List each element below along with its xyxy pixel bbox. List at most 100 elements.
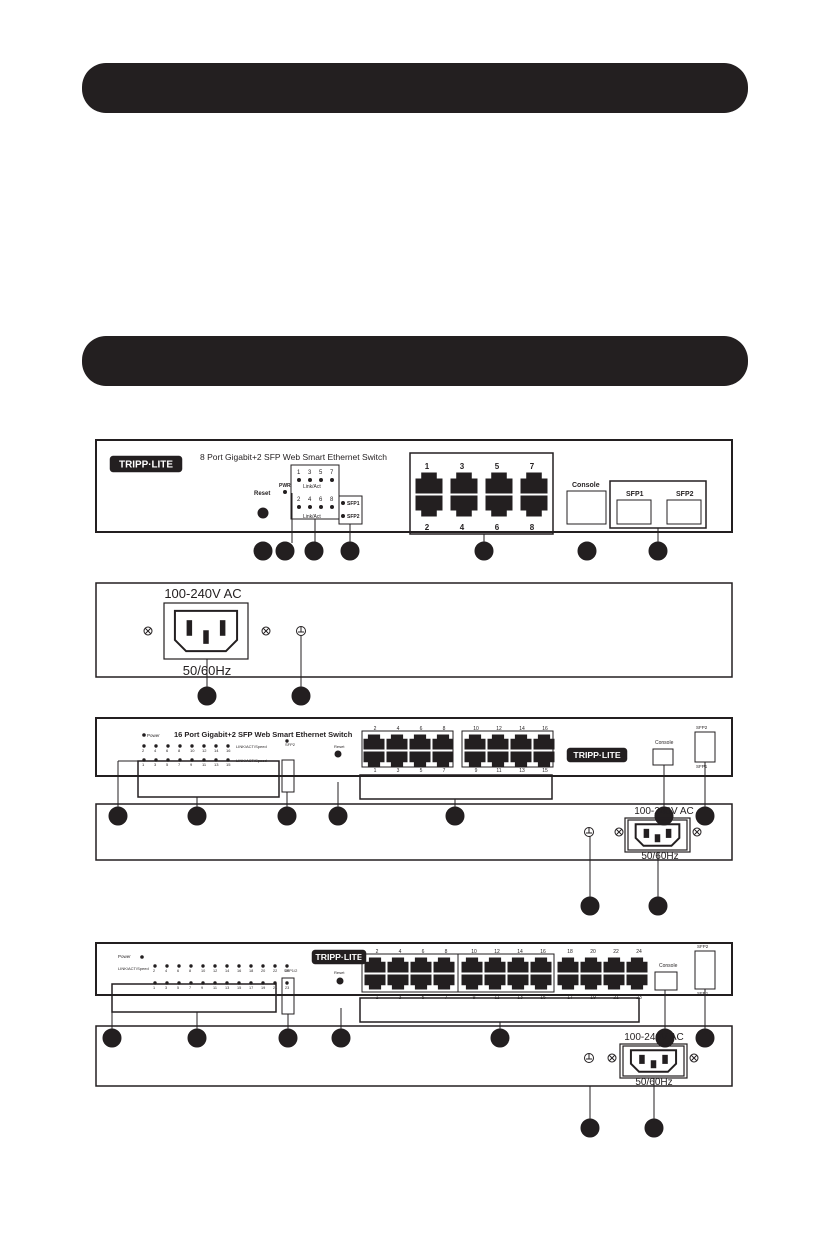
rj45-24port-2-bottom-2 — [603, 974, 625, 990]
power-inlet-16port-pin-r — [665, 828, 672, 838]
sfp-port-24port — [694, 950, 716, 990]
rj45-24port-1-top-0 — [461, 957, 483, 973]
rj45-24port-1-top-3 — [530, 957, 552, 973]
callout-16port-1 — [108, 806, 128, 826]
rj45-24port-2-bottom-0 — [557, 974, 579, 990]
power-inlet-24port-frame — [622, 1045, 685, 1077]
rj45-24port-1-bottom-2 — [507, 974, 529, 990]
ground-terminal-24port — [584, 1053, 594, 1063]
panel-24port-rear — [95, 1025, 733, 1087]
led24-top-9 — [261, 964, 265, 968]
mount-screw-left-16port — [614, 827, 624, 837]
port24-top-label-10: 22 — [613, 949, 619, 955]
port16-bottom-label-4: 9 — [475, 768, 478, 774]
port16-bottom-label-6: 13 — [519, 768, 525, 774]
led24-top-4 — [201, 964, 205, 968]
power-inlet-8port-pin-r — [219, 620, 226, 636]
callout-8port-2 — [275, 541, 295, 561]
mount-screw-right-8port — [261, 626, 271, 636]
mount-screw-left-24port — [607, 1053, 617, 1063]
power-inlet-16port-pin-l — [643, 828, 650, 838]
callout-8port-7 — [648, 541, 668, 561]
led16-top-label-0: 2 — [142, 748, 145, 753]
rj45-24port-0-bottom-1 — [387, 974, 409, 990]
rj45-24port-2-top-0 — [557, 957, 579, 973]
rj45-8port-top-1 — [450, 472, 478, 494]
reset-button-8port — [257, 507, 269, 519]
led24-top-label-7: 16 — [237, 969, 241, 973]
port-top-label-0: 1 — [425, 462, 430, 471]
port16-top-label-7: 16 — [542, 726, 548, 732]
callout-24port-7 — [695, 1028, 715, 1048]
rj45-24port-0-bottom-0 — [364, 974, 386, 990]
mount-screw-left-24port-cross — [608, 1054, 616, 1062]
led-bottom-2 — [319, 505, 323, 509]
ground-terminal-8port — [296, 626, 306, 636]
reset-button-24port — [336, 977, 344, 985]
port-bottom-label-2: 6 — [495, 523, 500, 532]
led16-top-2 — [166, 744, 170, 748]
power-inlet-24port-socket — [629, 1049, 678, 1073]
link-act-label-top: Link/Act — [303, 484, 321, 490]
callout-16port-4 — [328, 806, 348, 826]
callout-8port-1 — [253, 541, 273, 561]
callout-16port-3 — [277, 806, 297, 826]
led16-top-label-6: 14 — [214, 748, 219, 753]
rj45-16port-a-bottom-0 — [363, 751, 385, 767]
led-top-0 — [297, 478, 301, 482]
led24-top-5 — [213, 964, 217, 968]
port-bracket-24port — [359, 997, 640, 1023]
sfp16-label-top: SFP2 — [696, 725, 708, 730]
callout-24port-2 — [187, 1028, 207, 1048]
led24-top-10 — [273, 964, 277, 968]
port16-top-label-2: 6 — [420, 726, 423, 732]
callout-8port-6 — [577, 541, 597, 561]
port-bottom-label-1: 4 — [460, 523, 465, 532]
led24-bottom-label-1: 3 — [165, 986, 167, 990]
panel-8port-front — [95, 439, 733, 533]
port-bottom-label-0: 2 — [425, 523, 430, 532]
led16-bottom-label-3: 7 — [178, 762, 181, 767]
sfp-led-label-24port: SFP1/2 — [284, 968, 298, 973]
port-top-label-3: 7 — [530, 462, 535, 471]
sfp-led-1 — [341, 514, 345, 518]
section-header-bar-1 — [82, 63, 748, 113]
power-label-16port: Power — [147, 733, 160, 738]
led24-top-label-0: 2 — [153, 969, 155, 973]
power-inlet-24port-pin-l — [639, 1054, 645, 1064]
led16-bottom-label-5: 11 — [202, 762, 207, 767]
rj45-24port-1-top-2 — [507, 957, 529, 973]
rj45-16port-a-bottom-3 — [432, 751, 454, 767]
led-bracket-16port — [137, 760, 280, 798]
led24-top-label-5: 12 — [213, 969, 217, 973]
sfp-led-label-1: SFP2 — [347, 514, 360, 520]
sfp-port-0 — [616, 499, 652, 525]
sfp24-label-bottom: SFP1 — [697, 991, 709, 996]
rj45-16port-b-top-1 — [487, 734, 509, 750]
led24-bottom-label-8: 17 — [249, 986, 253, 990]
power-led-16port — [142, 733, 146, 737]
callout-power-16port — [648, 896, 668, 916]
callout-power-8port — [197, 686, 217, 706]
port24-top-label-4: 10 — [471, 949, 477, 955]
led24-bottom-label-7: 15 — [237, 986, 241, 990]
panel-8port-rear — [95, 582, 733, 678]
rear-voltage-24port: 100-240V AC — [624, 1032, 684, 1043]
port16-top-label-4: 10 — [473, 726, 479, 732]
led16-top-7 — [226, 744, 230, 748]
pwr-led-8port — [283, 490, 287, 494]
callout-ground-24port — [580, 1118, 600, 1138]
port-bracket-16port — [359, 774, 553, 800]
sfp-led-label-0: SFP1 — [347, 501, 360, 507]
power-inlet-24port-pin-r — [662, 1054, 668, 1064]
power-inlet-24port-pin-e — [650, 1060, 657, 1069]
brand-logo-8port-box — [109, 455, 183, 473]
led16-bottom-label-4: 9 — [190, 762, 193, 767]
led24-top-label-3: 8 — [189, 969, 191, 973]
rj45-8port-bottom-3 — [520, 495, 548, 517]
port-top-label-2: 5 — [495, 462, 500, 471]
mount-screw-left-8port-cross — [144, 627, 152, 635]
led24-bottom-label-11: 23 — [285, 986, 289, 990]
led-group-label-24port: LINK/ACT/Speed — [118, 966, 149, 971]
sfp-led-0 — [341, 501, 345, 505]
